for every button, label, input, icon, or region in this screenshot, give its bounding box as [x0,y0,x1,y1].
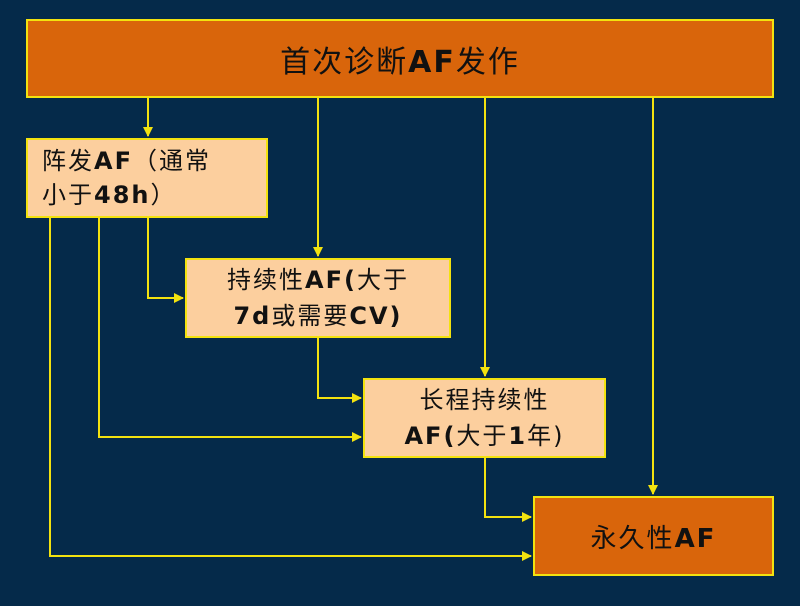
label-part: 发作 [455,44,520,80]
label-part: 阵发 [42,147,94,175]
label-part: 持续性 [227,266,306,294]
label-part-bold: AF( [305,266,357,294]
label-part-bold: 48h [94,181,151,209]
node-persistent-af: 持续性AF(大于 7d或需要CV) [185,258,451,338]
node-long-persistent-line2: AF(大于1年) [404,418,564,454]
label-part: 或需要 [271,302,350,330]
label-part: 大于 [356,266,409,294]
node-first-diagnosis: 首次诊断AF发作 [26,19,774,98]
label-part-bold: 1 [508,422,528,450]
arrow-persistent-to-long-persistent [317,338,362,403]
label-part: （通常 [132,147,211,175]
node-long-persistent-line1: 长程持续性 [419,386,550,414]
node-paroxysmal-line1: 阵发AF（通常 [42,144,211,178]
label-part-bold: CV) [349,302,403,330]
arrow-paroxysmal-to-long-persistent [98,218,362,442]
node-persistent-line2: 7d或需要CV) [233,298,402,334]
label-part: 大于 [456,422,509,450]
label-part: 永久性 [590,523,675,554]
label-part: 年) [527,422,565,450]
arrow-paroxysmal-to-persistent [147,218,184,303]
node-paroxysmal-line2: 小于48h） [42,178,176,212]
node-long-persistent-af: 长程持续性 AF(大于1年) [363,378,606,458]
node-permanent-label: 永久性AF [591,518,717,555]
node-paroxysmal-af: 阵发AF（通常 小于48h） [26,138,268,218]
label-part: 小于 [42,181,94,209]
label-part-bold: AF [674,523,717,554]
label-part: 首次诊断 [280,44,409,80]
node-first-diagnosis-label: 首次诊断AF发作 [280,37,520,81]
node-permanent-af: 永久性AF [533,496,774,576]
label-part: ） [150,181,177,209]
label-part-bold: AF [94,147,133,175]
label-part-bold: AF( [404,422,457,450]
node-persistent-line1: 持续性AF(大于 [227,262,409,298]
arrow-long-persistent-to-permanent [484,458,532,522]
arrow-paroxysmal-to-permanent [49,218,532,561]
label-part-bold: 7d [233,302,272,330]
label-part-bold: AF [408,44,456,80]
